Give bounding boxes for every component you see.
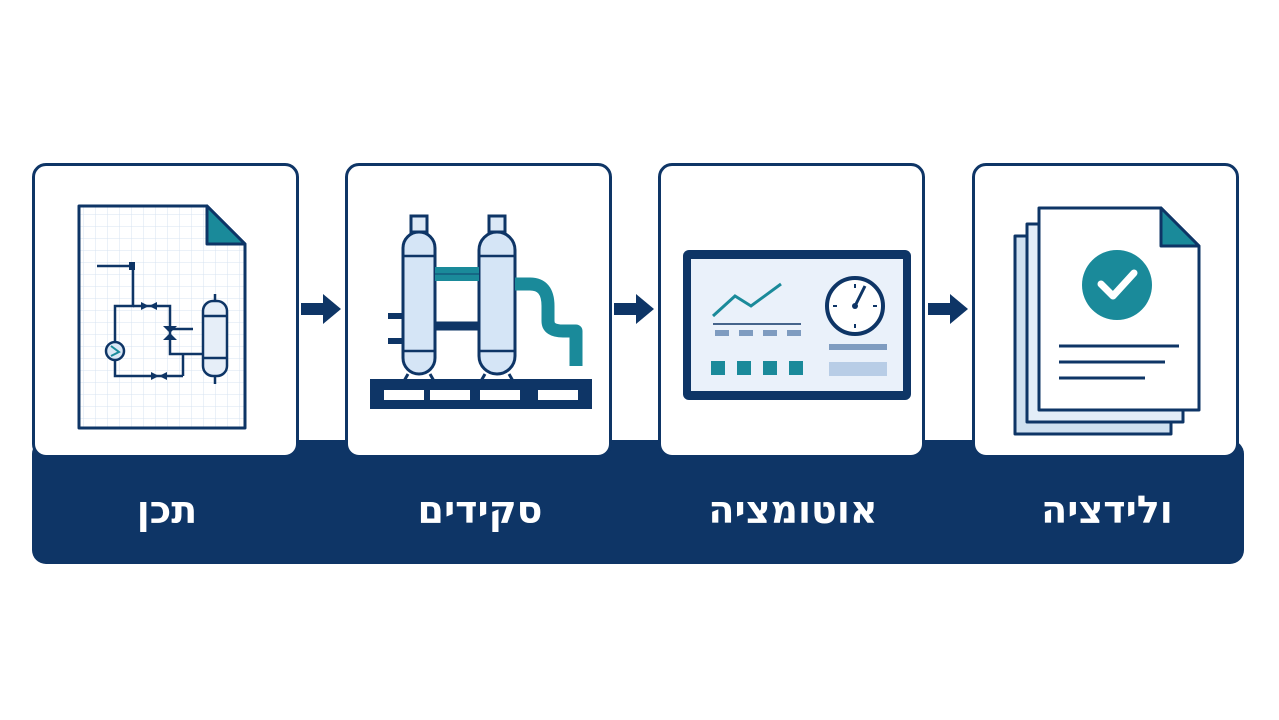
schematic-document-icon <box>77 204 247 430</box>
step-card-validation <box>972 163 1239 458</box>
skid-vessels-icon <box>370 214 592 409</box>
step-card-automation <box>658 163 925 458</box>
step-card-skids <box>345 163 612 458</box>
step-label-validation: ולידציה <box>1041 488 1173 532</box>
arrow-right-icon <box>301 294 341 324</box>
hmi-screen-icon <box>683 250 911 400</box>
arrow-right-icon <box>928 294 968 324</box>
validated-documents-icon <box>1013 206 1201 436</box>
step-label-banner <box>32 440 1244 564</box>
step-label-design: תכן <box>136 488 198 532</box>
step-label-automation: אוטומציה <box>708 488 878 532</box>
step-label-skids: סקידים <box>417 488 543 532</box>
step-card-design <box>32 163 299 458</box>
arrow-right-icon <box>614 294 654 324</box>
